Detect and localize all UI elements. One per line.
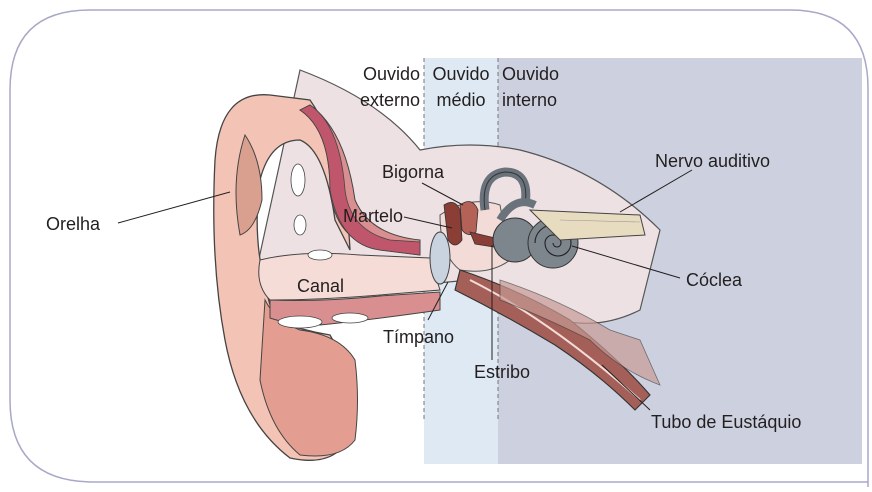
label-bigorna: Bigorna [382,162,445,182]
label-coclea: Cóclea [686,270,743,290]
label-nervo-auditivo: Nervo auditivo [655,151,770,171]
ear-canal [259,253,440,300]
zone-label-outer-2: externo [360,90,420,110]
label-timpano: Tímpano [383,327,454,347]
zone-label-outer-1: Ouvido [363,64,420,84]
zone-label-middle-1: Ouvido [432,64,489,84]
zone-label-middle-2: médio [436,90,485,110]
label-orelha: Orelha [46,214,101,234]
label-martelo: Martelo [343,206,403,226]
zone-label-inner-2: interno [502,90,557,110]
incus [460,201,478,234]
label-tubo-eustaquio: Tubo de Eustáquio [651,412,801,432]
label-canal: Canal [297,276,344,296]
eardrum [430,232,450,284]
label-estribo: Estribo [474,362,530,382]
zone-label-inner-1: Ouvido [502,64,559,84]
